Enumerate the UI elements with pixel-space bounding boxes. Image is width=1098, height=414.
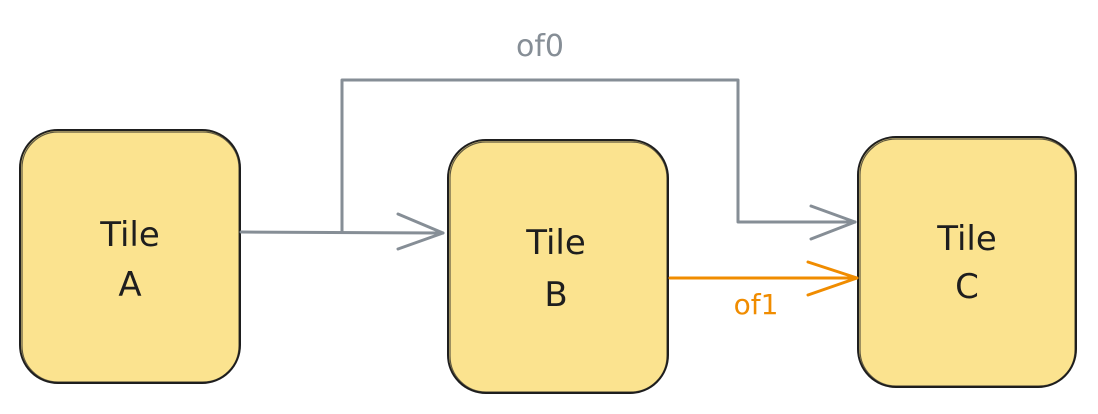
tile-c-id: C — [955, 267, 979, 307]
tile-b[interactable]: Tile B — [447, 139, 669, 394]
edge-of1: of1 — [668, 260, 859, 321]
tile-b-title: Tile — [525, 223, 586, 263]
tile-c-outline — [859, 138, 1076, 387]
tile-b-outline — [449, 141, 668, 393]
tile-a[interactable]: Tile A — [19, 129, 241, 384]
tile-c[interactable]: Tile C — [857, 136, 1077, 388]
edge-of1-label: of1 — [734, 288, 779, 321]
tile-c-box — [857, 136, 1077, 388]
edge-of0-line — [340, 78, 857, 234]
edge-a-to-b-arrowhead — [396, 212, 445, 251]
tile-a-title: Tile — [99, 215, 160, 255]
edge-of0-arrowhead — [809, 204, 857, 241]
tile-a-id: A — [118, 265, 141, 305]
edge-of1-arrowhead — [806, 260, 859, 297]
edge-of0-label: of0 — [516, 29, 564, 64]
tile-a-box — [19, 129, 241, 384]
tile-b-box — [447, 139, 669, 394]
edge-of0: of0 — [340, 29, 857, 241]
tile-b-id: B — [544, 275, 567, 315]
tile-a-outline — [21, 131, 240, 383]
tile-c-title: Tile — [936, 219, 997, 259]
